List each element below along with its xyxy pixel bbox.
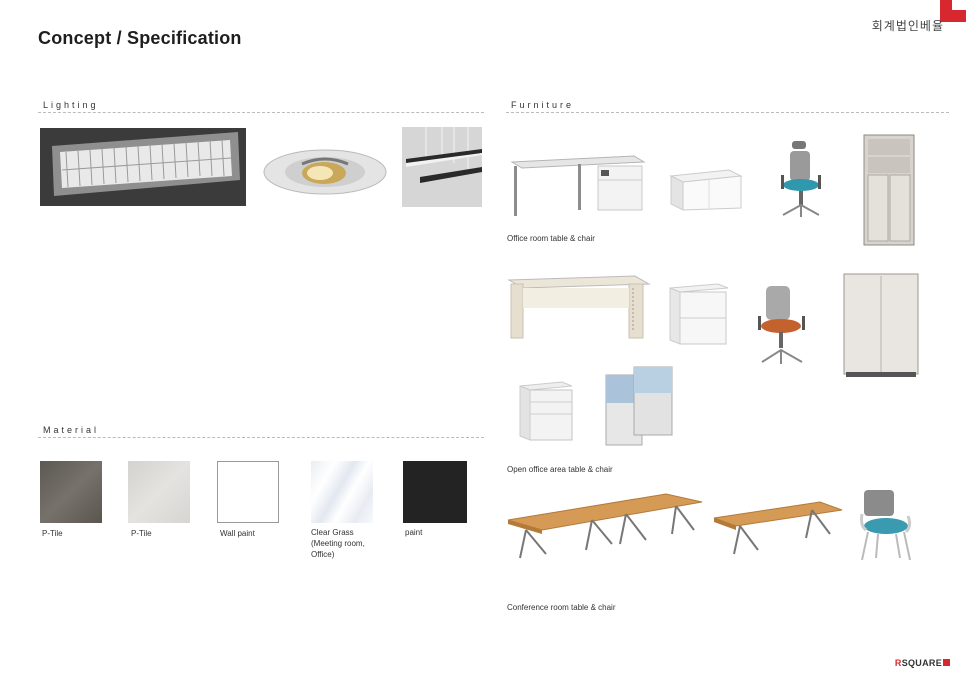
black-paint-swatch: [403, 461, 467, 523]
office-desk-image: [508, 152, 646, 218]
material-divider: [38, 437, 484, 438]
tall-cabinet-image: [862, 133, 916, 247]
stacking-chair-image: [856, 486, 922, 566]
brand-corner-cutout: [952, 0, 966, 10]
material-caption: P-Tile: [42, 529, 63, 538]
task-chair-orange-image: [756, 284, 812, 368]
logo-r-letter: R: [894, 658, 902, 668]
lighting-divider: [38, 112, 484, 113]
wall-paint-swatch: [217, 461, 279, 523]
page-title: Concept / Specification: [38, 28, 242, 48]
material-section-label: Material: [43, 425, 100, 435]
logo-mark-icon: [943, 659, 950, 666]
open-shelf-cabinet-image: [668, 282, 730, 348]
material-caption: P-Tile: [131, 529, 152, 538]
pendant-linear-light-image: [402, 127, 482, 207]
two-door-cabinet-image: [842, 272, 920, 378]
clear-glass-swatch: [311, 461, 373, 523]
linear-louver-light-image: [40, 128, 246, 206]
open-office-desk-image: [507, 272, 651, 348]
conference-caption: Conference room table & chair: [507, 603, 616, 612]
mobile-pedestal-image: [518, 380, 574, 444]
conference-table-image: [712, 498, 844, 562]
furniture-divider: [506, 112, 949, 113]
open-office-caption: Open office area table & chair: [507, 465, 613, 474]
furniture-section-label: Furniture: [511, 100, 575, 110]
material-caption: Wall paint: [220, 529, 255, 538]
p-tile-light-swatch: [128, 461, 190, 523]
long-conference-table-image: [506, 488, 704, 578]
lighting-section-label: Lighting: [43, 100, 99, 110]
side-cabinet-image: [669, 168, 743, 212]
rsquare-logo: RSQUARE: [895, 658, 950, 668]
task-chair-teal-image: [777, 139, 827, 221]
partition-panel-image: [604, 365, 674, 447]
office-caption: Office room table & chair: [507, 234, 595, 243]
p-tile-dark-swatch: [40, 461, 102, 523]
recessed-downlight-image: [262, 148, 388, 196]
firm-name: 회계법인베율: [871, 19, 944, 33]
material-caption: Clear Grass (Meeting room, Office): [311, 528, 365, 559]
logo-text: SQUARE: [901, 658, 942, 668]
material-caption: paint: [405, 528, 423, 537]
